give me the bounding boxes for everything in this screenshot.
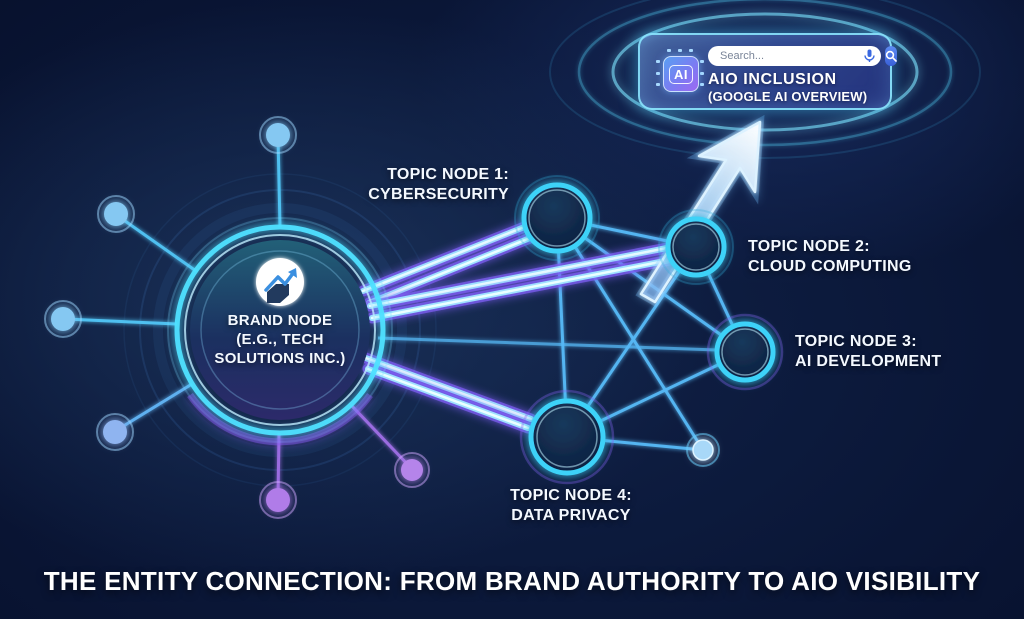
beam-brand-t4	[357, 351, 537, 434]
topic-2-line1: TOPIC NODE 2:	[748, 238, 870, 255]
topic-node-2-label: TOPIC NODE 2: CLOUD COMPUTING	[748, 237, 968, 276]
satellite-node	[259, 481, 297, 519]
topic-node-4-label: TOPIC NODE 4: DATA PRIVACY	[466, 486, 676, 525]
search-button[interactable]	[885, 46, 897, 66]
topic-node-circles	[514, 175, 784, 485]
search-icon	[885, 50, 897, 62]
topic-2-line2: CLOUD COMPUTING	[748, 257, 912, 275]
topic-1-line2: CYBERSECURITY	[368, 185, 509, 203]
satellite-node	[97, 195, 135, 233]
spoke	[349, 403, 413, 470]
page-title: THE ENTITY CONNECTION: FROM BRAND AUTHOR…	[43, 566, 981, 596]
satellite-node	[96, 413, 134, 451]
aio-card-title: AIO INCLUSION	[708, 71, 837, 88]
topic-node-4-circle	[519, 389, 615, 485]
search-bar	[708, 46, 897, 66]
brand-label-line2: (e.g., TECH	[236, 330, 324, 348]
topic-3-line1: TOPIC NODE 3:	[795, 333, 917, 350]
satellite-node	[44, 300, 82, 338]
chip-pins-right	[700, 60, 704, 86]
chip-pins-left	[656, 60, 660, 86]
spoke	[276, 136, 282, 228]
chip-pins-top	[667, 49, 693, 53]
beam-brand-t2	[364, 242, 676, 324]
beam-brand-t1	[357, 220, 536, 309]
satellite-node	[259, 116, 297, 154]
edge-t1-small	[555, 217, 705, 451]
brand-node-circle	[167, 217, 393, 446]
topic-3-line2: AI DEVELOPMENT	[795, 352, 942, 370]
search-input[interactable]	[718, 49, 864, 63]
topic-node-2-circle	[658, 209, 734, 285]
topic-node-3-circle	[706, 313, 784, 391]
spoke	[64, 317, 178, 326]
chip-body: AI	[663, 56, 699, 92]
topic-node-3-label: TOPIC NODE 3: AI DEVELOPMENT	[795, 332, 1015, 371]
microphone-icon[interactable]	[864, 49, 875, 63]
topic-4-line1: TOPIC NODE 4:	[510, 487, 632, 504]
card-orbit-glow	[549, 0, 981, 159]
aio-card-content: AIO INCLUSION (GOOGLE AI OVERVIEW)	[708, 46, 897, 104]
aio-inclusion-card: AI AIO	[638, 33, 897, 110]
topic-node-1-circle	[514, 175, 600, 261]
topic-1-line1: TOPIC NODE 1:	[387, 166, 509, 183]
topic-node-1-label: TOPIC NODE 1: CYBERSECURITY	[307, 165, 509, 204]
satellite-node	[394, 452, 430, 488]
chip-label: AI	[669, 64, 693, 84]
brand-logo	[256, 258, 304, 306]
topic-4-line2: DATA PRIVACY	[511, 506, 631, 524]
brand-beams	[357, 220, 676, 434]
satellite-nodes	[44, 116, 430, 519]
search-pill	[708, 46, 881, 66]
small-connector-node	[686, 433, 720, 467]
ai-chip-icon: AI	[656, 49, 704, 97]
growth-chart-icon	[267, 284, 289, 303]
edge-brand-t3	[377, 336, 718, 352]
brand-label-line3: SOLUTIONS INC.)	[214, 349, 346, 367]
brand-label-line1: BRAND NODE	[227, 312, 333, 329]
brand-node-label: BRAND NODE (e.g., TECH SOLUTIONS INC.)	[168, 312, 392, 368]
aio-card-subtitle: (GOOGLE AI OVERVIEW)	[708, 89, 868, 104]
